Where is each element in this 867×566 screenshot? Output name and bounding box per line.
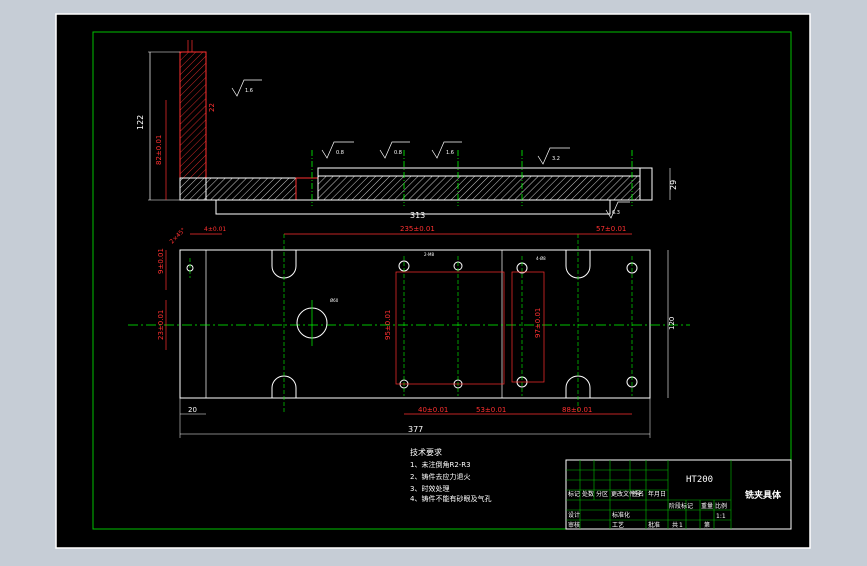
hole-note-2: 4-Ø8	[536, 256, 546, 261]
dim-vert-b: 97±0.01	[534, 308, 542, 338]
svg-text:1.6: 1.6	[446, 150, 454, 156]
center-hole-note: Ø60	[330, 298, 339, 303]
tb-part-name: 铣夹具体	[745, 489, 782, 501]
roughness-symbol-5: 3.2	[537, 147, 570, 165]
title-block: 标记 处数 分区 更改文件号 签名 年月日 设计 标准化 审核 工艺 批准 阶段…	[565, 459, 792, 530]
dim-vert-left-a: 9±0.01	[157, 248, 165, 274]
tb-stage: 阶段标记	[669, 502, 693, 510]
tb-count-label: 处数	[582, 490, 594, 498]
svg-text:6.3: 6.3	[612, 210, 620, 216]
roughness-symbol-3: 0.8	[379, 141, 410, 159]
dim-thickness: 29	[669, 180, 678, 190]
dim-vert-a: 95±0.01	[384, 310, 392, 340]
note-item-3: 3、时效处理	[410, 484, 449, 493]
roughness-symbol-4: 1.6	[431, 141, 462, 159]
notes-heading: 技术要求	[410, 447, 442, 457]
note-item-4: 4、铸件不能有砂眼及气孔	[410, 494, 491, 503]
tb-designer: 设计	[568, 511, 580, 519]
dim-lower-c: 88±0.01	[562, 406, 592, 414]
tb-change-label: 更改文件号	[611, 490, 641, 498]
dim-lower-a: 40±0.01	[418, 406, 448, 414]
technical-notes: 技术要求 1、未注倒角R2-R3 2、铸件去应力退火 3、时效处理 4、铸件不能…	[410, 447, 491, 503]
svg-text:0.8: 0.8	[336, 150, 344, 156]
dim-height-inner: 82±0.01	[155, 135, 163, 165]
dim-hole-right: 57±0.01	[596, 225, 626, 233]
dim-left-edge: 20	[188, 406, 197, 414]
sheet-inner-frame	[92, 31, 792, 530]
tb-standard: 标准化	[612, 511, 630, 519]
tb-approve: 批准	[648, 521, 660, 529]
base-end	[639, 167, 653, 201]
roughness-symbol-6: 6.3	[605, 201, 630, 219]
svg-text:3.2: 3.2	[552, 156, 560, 162]
plate-outline	[179, 249, 651, 399]
plan-view: Ø60	[128, 225, 690, 438]
tb-sheet: 共	[672, 521, 678, 529]
note-item-2: 2、铸件去应力退火	[410, 472, 470, 481]
roughness-symbol-2: 0.8	[321, 141, 354, 159]
dim-overall-length: 377	[408, 425, 423, 434]
base-right	[317, 175, 641, 201]
red-dim-lines	[165, 233, 632, 415]
base-underside	[215, 199, 611, 215]
tb-scale-label: 比例	[715, 502, 727, 510]
base-left	[205, 177, 297, 201]
title-block-frame	[565, 459, 792, 530]
dim-lower-b: 53±0.01	[476, 406, 506, 414]
dim-left-offset: 4±0.01	[204, 226, 226, 233]
section-view: 122 82±0.01 22 313 29 1.6 0.8 0.8 1.6 3.…	[136, 40, 678, 220]
tb-mark-label: 标记	[568, 490, 580, 498]
tb-sheet-count: 1	[679, 522, 683, 529]
dim-length: 313	[410, 211, 425, 220]
sheet-outer-frame	[55, 13, 811, 549]
dim-height-total: 122	[136, 115, 145, 130]
tb-sign-label: 签名	[632, 490, 644, 498]
web-hatch	[179, 51, 207, 179]
dim-vert-left-b: 23±0.01	[157, 310, 165, 340]
tb-zone-label: 分区	[596, 490, 608, 498]
dim-overall-width: 120	[668, 317, 676, 330]
tb-scale-value: 1:1	[716, 513, 726, 520]
tb-weight: 重量	[701, 502, 713, 510]
tb-page: 第	[704, 521, 710, 529]
dim-web: 22	[208, 103, 216, 112]
tb-date-label: 年月日	[648, 490, 666, 498]
dim-hole-span: 235±0.01	[400, 225, 435, 233]
tb-material: HT200	[686, 475, 713, 485]
web-base	[179, 177, 207, 201]
note-item-1: 1、未注倒角R2-R3	[410, 460, 471, 469]
hole-note-1: 2-M8	[424, 252, 434, 257]
tb-audit: 审核	[568, 521, 580, 529]
svg-text:0.8: 0.8	[394, 150, 402, 156]
svg-text:1.6: 1.6	[245, 88, 253, 94]
hole-centerlines	[189, 234, 633, 412]
roughness-symbol-1: 1.6	[231, 79, 262, 97]
title-block-grid	[566, 460, 732, 529]
tb-process: 工艺	[612, 521, 624, 529]
